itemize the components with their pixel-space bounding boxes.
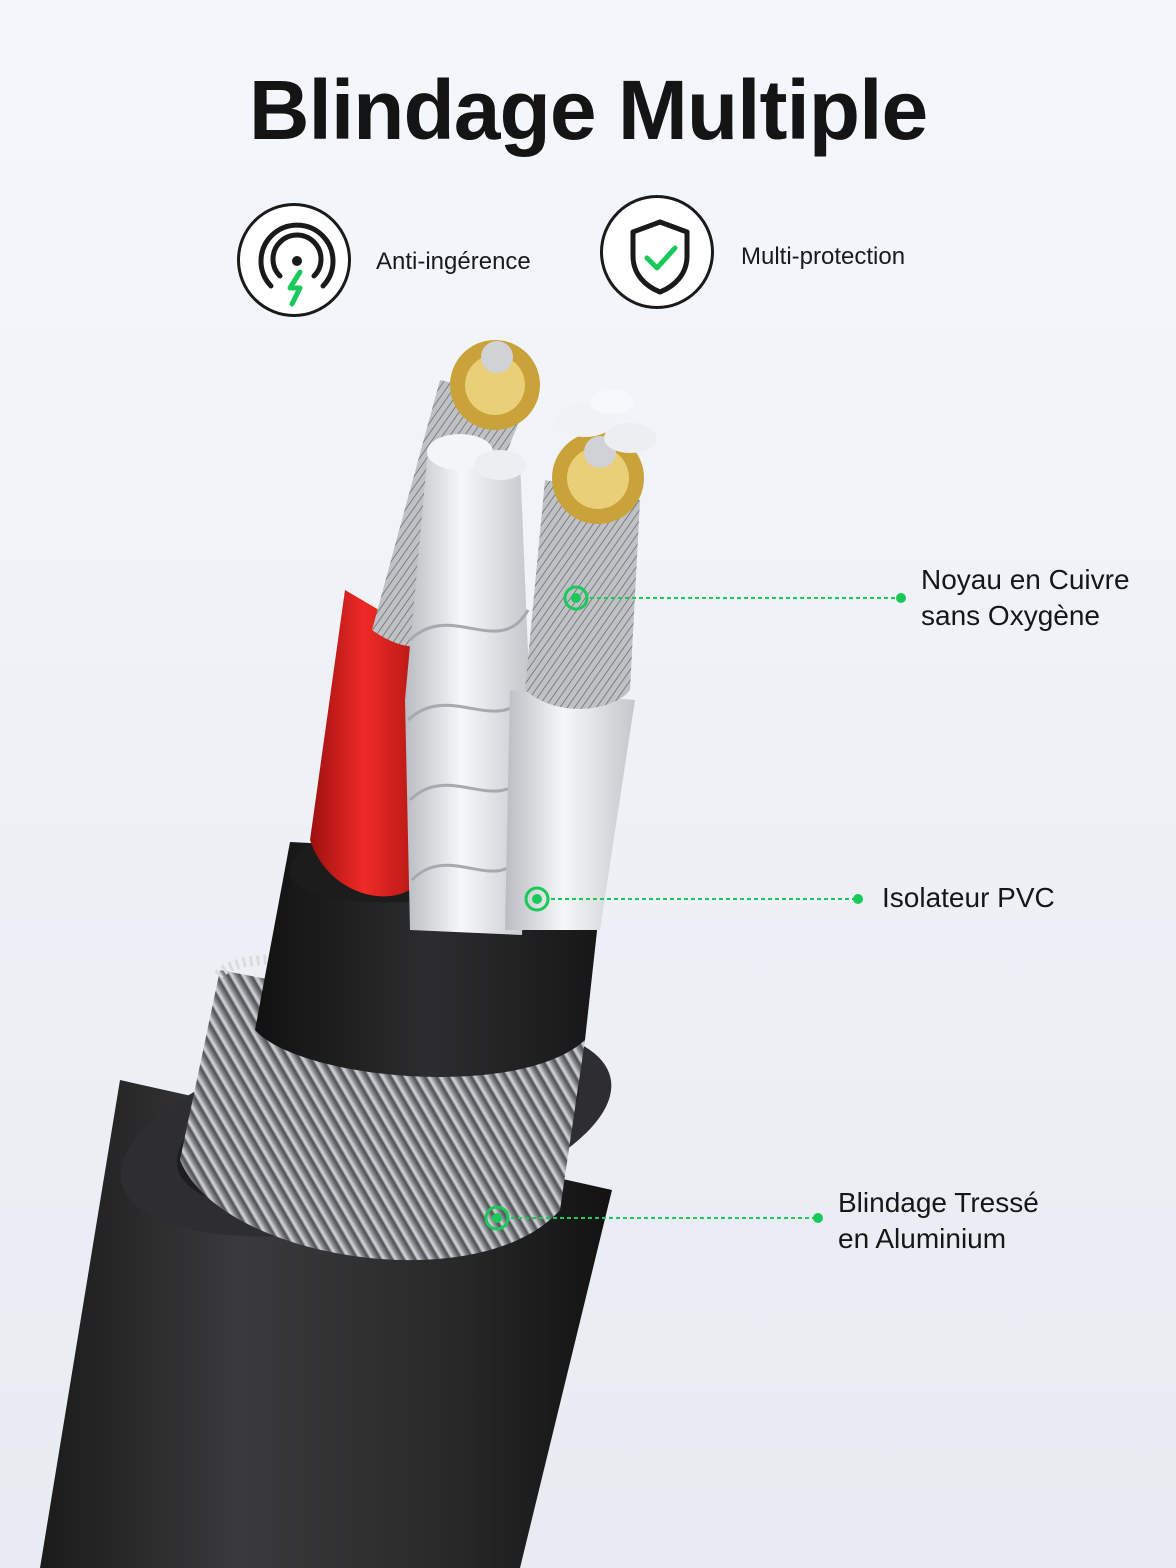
- callout-copper-core: Noyau en Cuivre sans Oxygène: [921, 562, 1130, 634]
- callout-leader-copper-core: [563, 585, 906, 611]
- feature-label-multi-protection: Multi-protection: [741, 243, 906, 270]
- shield-check-icon: [630, 219, 690, 295]
- callout-line: Noyau en Cuivre: [921, 564, 1130, 595]
- feature-label-anti-interference: Anti-ingérence: [376, 248, 531, 275]
- anti-interference-badge: [237, 203, 351, 317]
- callout-pvc-insulator: Isolateur PVC: [882, 880, 1055, 916]
- signal-bolt-icon: [258, 222, 336, 307]
- page-title: Blindage Multiple: [248, 63, 928, 157]
- callout-aluminium-braid: Blindage Tressé en Aluminium: [838, 1185, 1039, 1257]
- callout-leader-pvc-insulator: [524, 886, 863, 912]
- callout-leader-aluminium-braid: [484, 1205, 823, 1231]
- callout-line: en Aluminium: [838, 1223, 1007, 1254]
- callout-line: Blindage Tressé: [838, 1187, 1039, 1218]
- multi-protection-badge: [600, 195, 714, 309]
- callout-line: sans Oxygène: [921, 600, 1100, 631]
- callout-line: Isolateur PVC: [882, 882, 1055, 913]
